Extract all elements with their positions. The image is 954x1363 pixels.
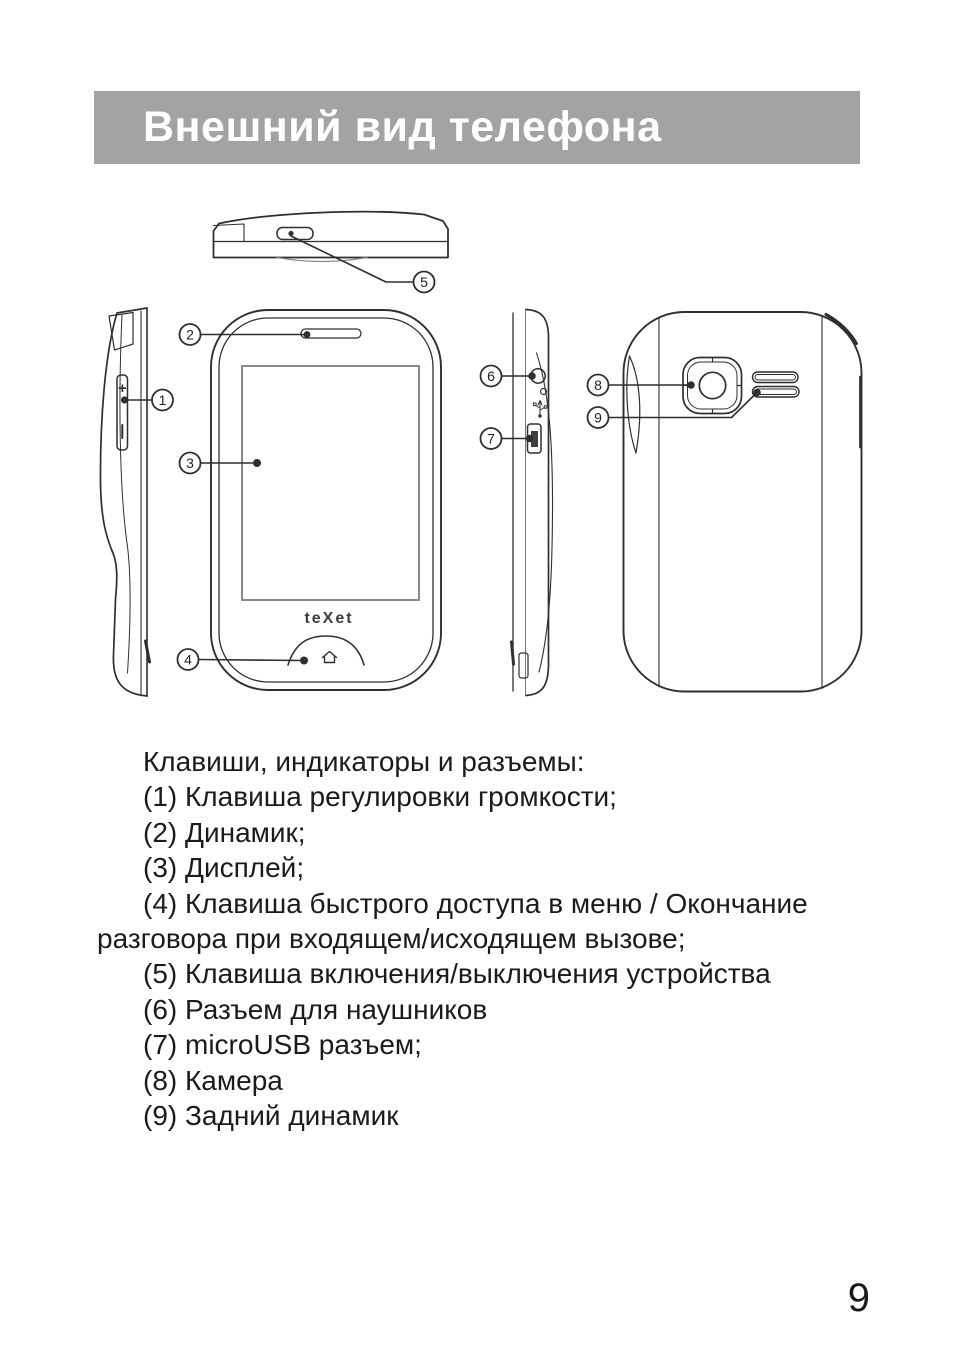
parts-list-item-2: (2) Динамик; [143,816,306,848]
svg-text:8: 8 [594,377,602,393]
callout-4-leader [197,658,305,662]
svg-text:1: 1 [159,392,167,408]
volume-up-mark: + [118,380,127,397]
svg-text:9: 9 [594,410,602,426]
callout-3: 3 [178,451,202,475]
callout-5-leader [290,235,415,283]
phone-front-view: teXet 2 3 4 [176,309,442,691]
phone-left-side-view: + 1 [99,307,174,697]
parts-list-item-5: (5) Клавиша включения/выключения устройс… [143,958,771,990]
callout-2: 2 [178,323,202,346]
power-button [276,226,314,241]
parts-list-item-1: (1) Клавиша регулировки громкости; [143,781,617,813]
parts-list-intro: Клавиши, индикаторы и разъемы: [143,746,585,777]
parts-list-item-8: (8) Камера [143,1064,283,1096]
parts-list-item-7: (7) microUSB разъем; [143,1029,422,1061]
page-title: Внешний вид телефона [143,103,662,151]
earpiece-speaker [300,328,362,339]
callout-8: 8 [586,373,610,397]
callout-4: 4 [176,648,200,671]
svg-text:6: 6 [487,368,495,384]
phone-back-view: 8 9 [586,311,863,693]
phone-diagram-svg: 5 + 1 [99,210,863,697]
camera-lens [698,371,727,400]
callout-7: 7 [479,427,503,450]
parts-list-item-6: (6) Разъем для наушников [143,993,488,1025]
page-number: 9 [847,1276,870,1320]
callout-9-leader [607,391,758,419]
svg-text:3: 3 [186,455,194,471]
parts-list: Клавиши, индикаторы и разъемы: (1) Клави… [97,744,860,1133]
svg-text:2: 2 [186,327,194,343]
svg-text:5: 5 [420,274,428,290]
parts-list-item-9: (9) Задний динамик [143,1100,399,1132]
display-screen [241,365,420,601]
callout-1: 1 [151,388,174,412]
svg-text:7: 7 [487,431,495,447]
home-icon [321,650,338,664]
callout-5: 5 [412,270,436,294]
microphone-hole [539,387,548,396]
parts-list-item-3: (3) Дисплей; [143,852,305,884]
corner-notch [824,313,858,345]
volume-rocker [116,374,129,451]
svg-text:+: + [118,380,127,397]
phone-diagram: 5 + 1 [0,195,954,715]
brand-logo: teXet [304,610,353,627]
phone-top-view: 5 [212,210,449,294]
callout-9: 9 [586,406,610,429]
callout-6: 6 [479,364,503,388]
parts-list-item-4: (4) Клавиша быстрого доступа в меню / Ок… [97,887,808,955]
svg-text:4: 4 [184,652,192,668]
phone-right-side-view: 6 7 [479,308,554,697]
usb-icon [533,400,548,418]
section-header: Внешний вид телефона [94,91,860,164]
rear-speaker-grill [751,371,800,398]
home-button [287,635,365,666]
